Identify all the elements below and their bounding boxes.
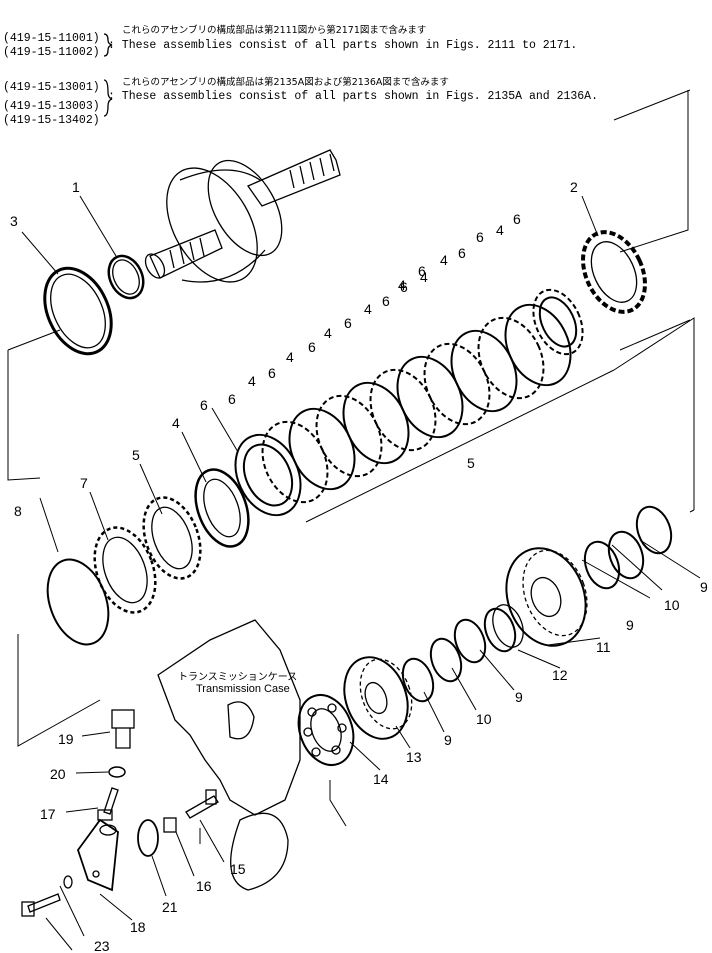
clutch-disc-pack: [234, 288, 584, 517]
callout-17: 17: [40, 806, 56, 822]
callout-2: 2: [570, 179, 578, 195]
callout-10-b: 10: [476, 711, 492, 727]
part-18-block: [76, 818, 119, 892]
note-2-code-b: (419-15-13003): [3, 100, 100, 113]
part-8-snap-ring: [46, 558, 110, 646]
part-19-fitting: [111, 709, 135, 749]
callout-1: 1: [72, 179, 80, 195]
callout-4-b: 4: [440, 252, 448, 268]
callout-9-d: 9: [444, 732, 452, 748]
part-20-o-ring: [108, 766, 126, 778]
part-9-washer-d: [401, 657, 435, 703]
part-10-washer-a: [607, 530, 645, 580]
callout-3: 3: [10, 213, 18, 229]
callout-16: 16: [196, 878, 212, 894]
part-16-plug: [163, 817, 177, 833]
callout-6-k: 6: [200, 397, 208, 413]
callout-13: 13: [406, 749, 422, 765]
callout-4-e: 4: [364, 301, 372, 317]
callout-7: 7: [80, 475, 88, 491]
part-15-sensor: [185, 789, 219, 819]
note-2-brace: [103, 79, 113, 117]
part-17-bolt: [97, 787, 119, 821]
callout-5-b: 5: [132, 447, 140, 463]
part-21-o-ring: [137, 819, 159, 857]
callout-9-a: 9: [626, 617, 634, 633]
note-2-code-a: (419-15-13001): [3, 81, 100, 94]
part-1-ring: [107, 254, 145, 300]
note-1-code-b: (419-15-11002): [3, 46, 100, 59]
note-2-japanese: これらのアセンブリの構成部品は第2135A図および第2136A図まで含みます: [122, 77, 449, 88]
callout-18: 18: [130, 919, 146, 935]
note-1-codes: (419-15-11001) (419-15-11002): [3, 32, 100, 60]
part-10-washer-b: [429, 637, 463, 683]
part-4-disc: [194, 468, 250, 548]
callout-4-f: 4: [324, 325, 332, 341]
part-3-ring: [43, 266, 113, 356]
part-2-gear: [581, 230, 647, 314]
note-1-code-a: (419-15-11001): [3, 32, 100, 45]
callout-5-a: 5: [467, 455, 475, 471]
callout-6-d: 6: [418, 263, 426, 279]
callout-6-g: 6: [344, 315, 352, 331]
callout-6-c: 6: [458, 245, 466, 261]
part-23-washer: [63, 875, 73, 889]
note-1-japanese: これらのアセンブリの構成部品は第2111図から第2171図まで含みます: [122, 25, 427, 36]
callout-8: 8: [14, 503, 22, 519]
callout-6-j: 6: [228, 391, 236, 407]
note-2-code-c: (419-15-13402): [3, 114, 100, 127]
note-2-codes: (419-15-13001) (419-15-13003) (419-15-13…: [3, 78, 100, 130]
part-11-hub: [505, 547, 588, 647]
transmission-case-japanese: トランスミッションケース: [178, 671, 297, 683]
callout-10-a: 10: [664, 597, 680, 613]
part-7-disc: [93, 526, 157, 614]
callout-9-b: 9: [700, 579, 708, 595]
callout-11: 11: [596, 639, 611, 655]
part-9-washer-c: [453, 618, 487, 664]
callout-9-c: 9: [515, 689, 523, 705]
part-12-bearing: [483, 604, 524, 653]
callout-6-a: 6: [513, 211, 521, 227]
callout-20: 20: [50, 766, 66, 782]
part-14-bearing: [297, 694, 355, 766]
leader-lines: [7, 89, 701, 951]
note-2-english: : These assemblies consist of all parts …: [108, 90, 598, 103]
part-23-bolt: [21, 893, 61, 917]
callout-4-a: 4: [496, 222, 504, 238]
transmission-case-english: Transmission Case: [196, 683, 290, 695]
callout-21: 21: [162, 899, 178, 915]
note-1-brace: [103, 33, 113, 57]
callout-6-e: 6: [400, 279, 408, 295]
callout-4-h: 4: [248, 373, 256, 389]
callout-19: 19: [58, 731, 74, 747]
shaft-assembly: [144, 149, 341, 283]
part-5-disc: [142, 496, 202, 580]
callout-4-g: 4: [286, 349, 294, 365]
callout-4-c: 4: [398, 277, 406, 293]
transmission-case-outline: [157, 619, 301, 816]
callout-6-i: 6: [268, 365, 276, 381]
callout-15: 15: [230, 861, 246, 877]
callout-6-f: 6: [382, 293, 390, 309]
callout-23: 23: [94, 938, 110, 953]
callout-4-d: 4: [420, 269, 428, 285]
part-9-washer-a: [583, 540, 621, 590]
callout-6-h: 6: [308, 339, 316, 355]
part-9-washer-b: [635, 505, 673, 555]
callout-4-i: 4: [172, 415, 180, 431]
callout-12: 12: [552, 667, 568, 683]
part-13-gear: [343, 656, 413, 740]
note-1-english: : These assemblies consist of all parts …: [108, 39, 578, 52]
callout-6-b: 6: [476, 229, 484, 245]
callout-14: 14: [373, 771, 389, 787]
